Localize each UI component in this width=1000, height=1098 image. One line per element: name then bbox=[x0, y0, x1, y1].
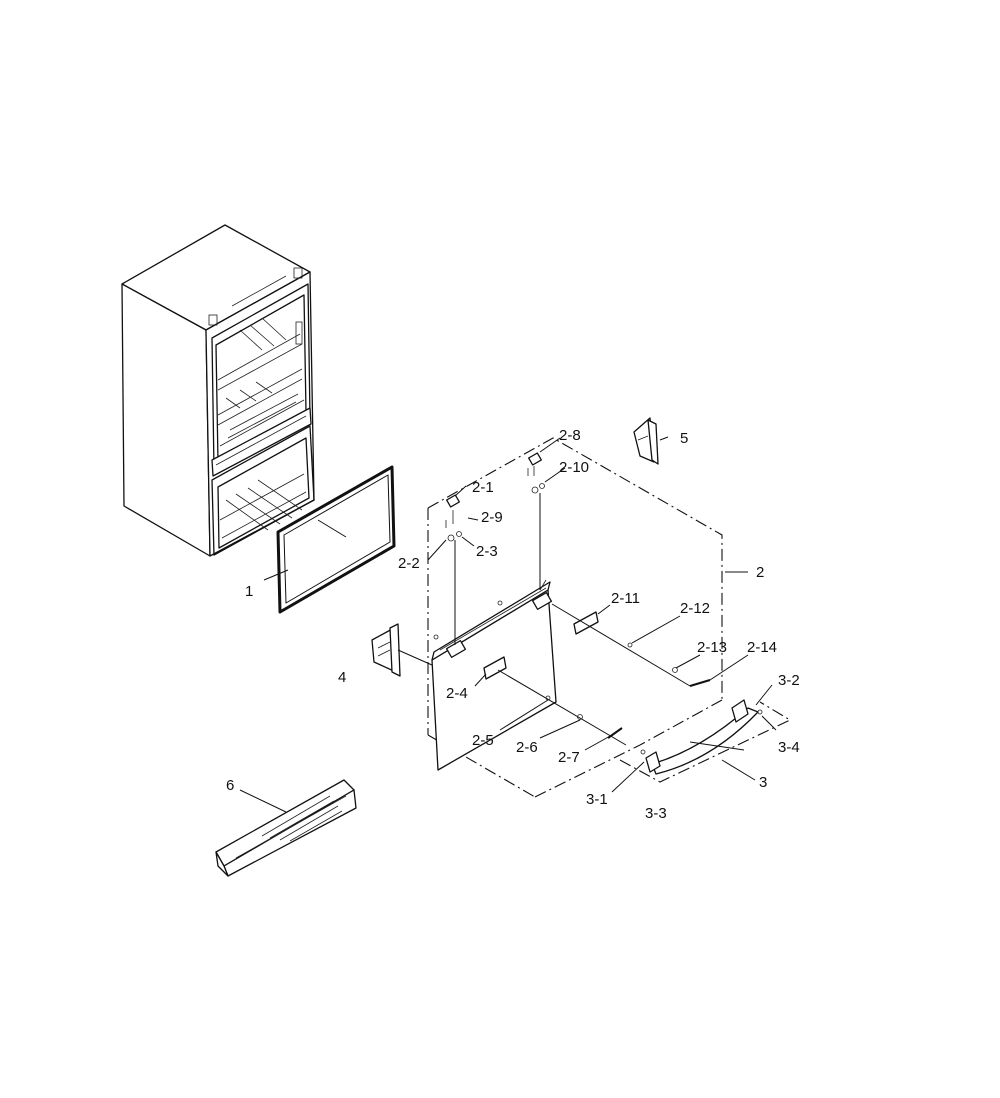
label-2-5: 2-5 bbox=[472, 732, 494, 749]
hinge-hardware bbox=[445, 452, 545, 542]
label-2-4: 2-4 bbox=[446, 685, 468, 702]
label-2-10: 2-10 bbox=[559, 459, 589, 476]
refrigerator-cabinet bbox=[121, 224, 315, 557]
leader-lines bbox=[427, 436, 777, 793]
label-1: 1 bbox=[245, 583, 253, 600]
label-2-7: 2-7 bbox=[558, 749, 580, 766]
bin-part-6 bbox=[215, 779, 357, 877]
label-2-9: 2-9 bbox=[481, 509, 503, 526]
label-2: 2 bbox=[756, 564, 764, 581]
label-3-1: 3-1 bbox=[586, 791, 608, 808]
label-2-8: 2-8 bbox=[559, 427, 581, 444]
label-3-3: 3-3 bbox=[645, 805, 667, 822]
label-2-14: 2-14 bbox=[747, 639, 777, 656]
assembly-outline bbox=[427, 437, 723, 798]
bracket-part-5 bbox=[633, 417, 659, 465]
part-labels: 1 2 2-1 2-2 2-3 2-4 2-5 2-6 2-7 2-8 2-9 … bbox=[226, 427, 800, 822]
label-2-12: 2-12 bbox=[680, 600, 710, 617]
label-5: 5 bbox=[680, 430, 688, 447]
bracket-part-4 bbox=[371, 623, 433, 677]
label-2-3: 2-3 bbox=[476, 543, 498, 560]
label-4: 4 bbox=[338, 669, 346, 686]
label-2-1: 2-1 bbox=[472, 479, 494, 496]
label-2-6: 2-6 bbox=[516, 739, 538, 756]
label-3-4: 3-4 bbox=[778, 739, 800, 756]
label-2-11: 2-11 bbox=[611, 590, 640, 607]
label-2-2: 2-2 bbox=[398, 555, 420, 572]
label-6: 6 bbox=[226, 777, 234, 794]
rail-hardware bbox=[497, 603, 711, 746]
drawer-door-part-2 bbox=[431, 493, 557, 771]
handle-part-3 bbox=[619, 699, 792, 783]
gasket-part-1 bbox=[263, 465, 396, 614]
label-2-13: 2-13 bbox=[697, 639, 727, 656]
label-3-2: 3-2 bbox=[778, 672, 800, 689]
label-3: 3 bbox=[759, 774, 767, 791]
